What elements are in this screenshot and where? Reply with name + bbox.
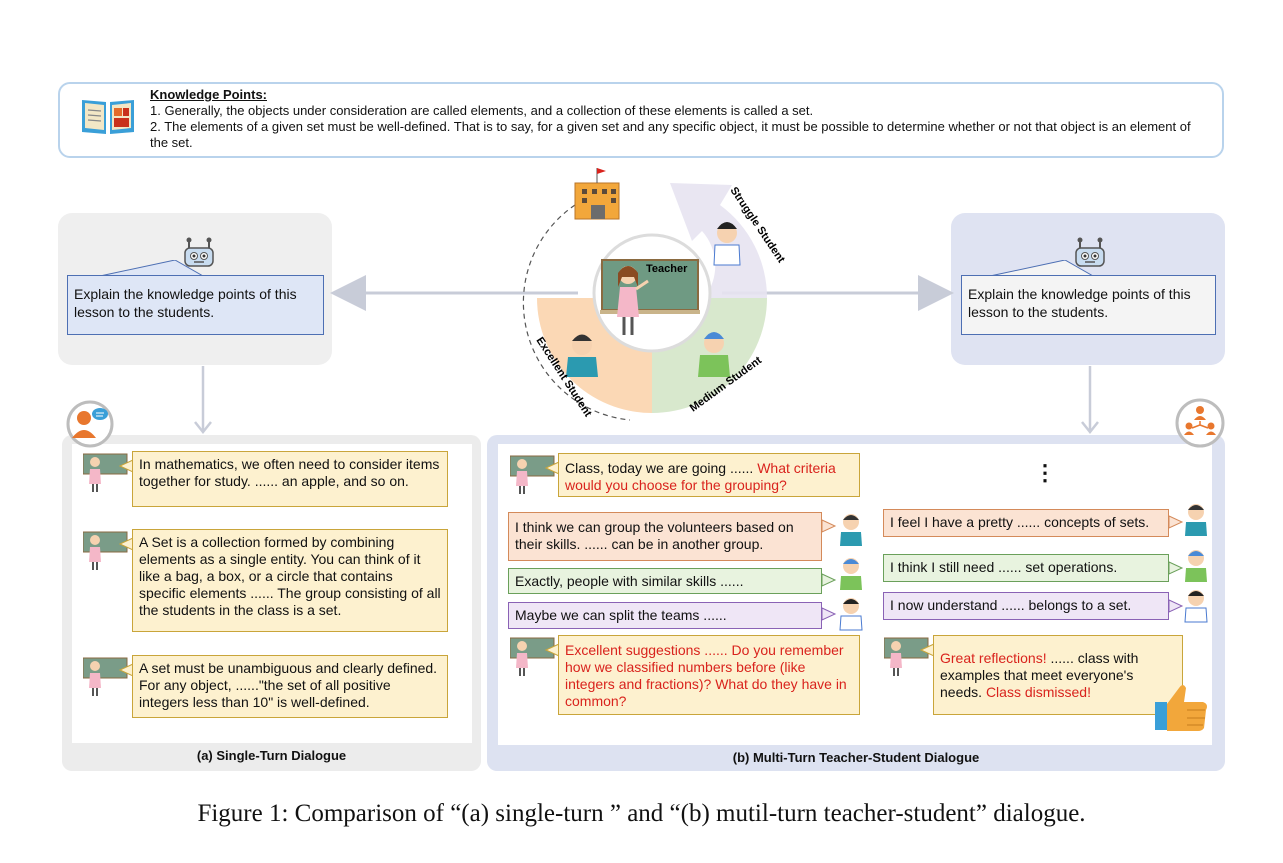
medium-student-reflection: I think I still need ...... set operatio… [883,554,1169,582]
figure-caption: Figure 1: Comparison of “(a) single-turn… [0,800,1283,828]
student-icon [1183,548,1209,584]
speech-tail [821,606,837,622]
continuation-ellipsis: ⋮ [1034,460,1056,486]
book-icon [80,96,136,136]
bubble-text: Class, today we are going ...... [565,460,757,476]
single-turn-bubble: A Set is a collection formed by combinin… [132,529,448,632]
student-icon [838,596,864,632]
multi-turn-teacher-bubble: Class, today we are going ...... What cr… [558,453,860,497]
bubble-highlight-text: Class dismissed! [986,684,1091,700]
single-turn-prompt: Explain the knowledge points of this les… [67,275,324,335]
knowledge-points-text: Knowledge Points: 1. Generally, the obje… [150,87,1210,151]
knowledge-point-2: 2. The elements of a given set must be w… [150,119,1210,151]
classroom-cycle-graphic: Teacher Excellent Student Medium Student… [330,165,955,430]
student-icon [838,556,864,592]
speech-tail [821,572,837,588]
multi-turn-prompt: Explain the knowledge points of this les… [961,275,1216,335]
single-turn-bubble: A set must be unambiguous and clearly de… [132,655,448,718]
speech-tail [821,518,837,534]
speech-tail [1168,514,1184,530]
student-icon [838,512,864,548]
speech-tail [1168,598,1184,614]
excellent-student-reflection: I feel I have a pretty ...... concepts o… [883,509,1169,537]
group-network-icon [1170,398,1230,448]
single-turn-caption: (a) Single-Turn Dialogue [62,748,481,763]
down-arrow [193,366,213,434]
teacher-label: Teacher [646,263,688,275]
multi-turn-caption: (b) Multi-Turn Teacher-Student Dialogue [487,750,1225,765]
medium-student-bubble: Exactly, people with similar skills ....… [508,568,822,594]
bubble-highlight-text: Great reflections! [940,650,1047,666]
multi-turn-teacher-bubble: Excellent suggestions ...... Do you reme… [558,635,860,715]
multi-turn-teacher-bubble: Great reflections! ...... class with exa… [933,635,1183,715]
excellent-student-bubble: I think we can group the volunteers base… [508,512,822,561]
single-user-chat-icon [60,400,120,448]
speech-tail [1168,560,1184,576]
knowledge-points-title: Knowledge Points: [150,87,1210,103]
thumbs-up-icon [1153,682,1211,732]
student-icon [1183,502,1209,538]
school-building-icon [575,168,619,219]
down-arrow [1080,366,1100,434]
struggle-student-bubble: Maybe we can split the teams ...... [508,602,822,629]
single-turn-bubble: In mathematics, we often need to conside… [132,451,448,507]
knowledge-point-1: 1. Generally, the objects under consider… [150,103,1210,119]
student-icon [1183,588,1209,624]
struggle-student-reflection: I now understand ...... belongs to a set… [883,592,1169,620]
